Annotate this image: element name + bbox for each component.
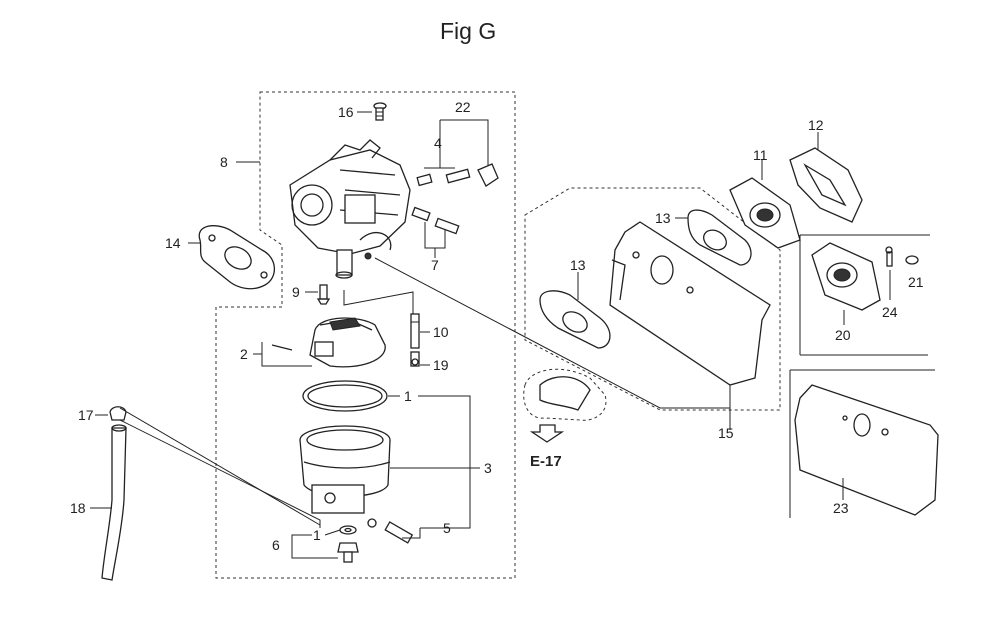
screw-set-4 <box>416 168 471 187</box>
callout-4: 4 <box>434 135 442 151</box>
callout-12: 12 <box>808 117 824 133</box>
flange-20 <box>811 242 881 311</box>
carburetor-assembly-boundary <box>215 91 516 579</box>
bolt-24 <box>885 246 893 267</box>
callout-1-oring: 1 <box>404 388 412 404</box>
reference-label-e17: E-17 <box>530 453 562 470</box>
screw-set-7 <box>411 206 460 235</box>
callout-3: 3 <box>484 460 492 476</box>
callout-13-upper: 13 <box>655 210 671 226</box>
screw-16 <box>373 102 387 121</box>
plate-15 <box>609 221 771 386</box>
callout-2: 2 <box>240 346 248 362</box>
gasket-23 <box>794 384 939 516</box>
insulator-11 <box>729 177 801 249</box>
gasket-14 <box>198 225 276 290</box>
air-cleaner-gasket-boundary <box>789 369 935 518</box>
callout-labels: 16 22 4 8 7 14 9 10 2 19 17 1 3 18 1 5 6… <box>70 99 924 553</box>
callout-23: 23 <box>833 500 849 516</box>
fuel-tube-18 <box>101 424 127 581</box>
callout-10: 10 <box>433 324 449 340</box>
leader-lines <box>90 111 891 559</box>
callout-18: 18 <box>70 500 86 516</box>
gasket-13-lower <box>539 290 611 349</box>
float-assembly <box>309 317 386 368</box>
pin-2 <box>271 344 293 351</box>
callout-11: 11 <box>753 147 768 163</box>
carburetor-body-8 <box>289 139 411 279</box>
drain-screw-5 <box>367 518 414 544</box>
callout-16: 16 <box>338 104 354 120</box>
clip-21 <box>905 255 919 265</box>
callout-22: 22 <box>455 99 471 115</box>
callout-15: 15 <box>718 425 734 441</box>
callout-5: 5 <box>443 520 451 536</box>
jet-9 <box>316 284 331 305</box>
reference-arrow-icon <box>529 424 565 443</box>
gasket-set-boundary-2 <box>799 234 930 356</box>
gasket-13-upper <box>687 209 752 266</box>
float-bowl-3 <box>299 425 391 514</box>
pin-10 <box>410 313 420 349</box>
callout-21: 21 <box>908 274 924 290</box>
callout-19: 19 <box>433 357 449 373</box>
washer-1 <box>339 525 357 535</box>
gasket-12 <box>789 147 863 223</box>
callout-8: 8 <box>220 154 228 170</box>
figure-title: Fig G <box>440 18 497 44</box>
callout-7: 7 <box>431 257 439 273</box>
callout-13-lower: 13 <box>570 257 586 273</box>
callout-17: 17 <box>78 407 94 423</box>
callout-6: 6 <box>272 537 280 553</box>
callout-14: 14 <box>165 235 181 251</box>
o-ring-1 <box>302 380 388 412</box>
callout-20: 20 <box>835 327 851 343</box>
gasket-set-boundary <box>524 187 781 411</box>
reference-duct <box>523 368 607 443</box>
callout-24: 24 <box>882 304 898 320</box>
cap-22 <box>477 163 499 187</box>
callout-9: 9 <box>292 284 300 300</box>
clip-17 <box>109 406 127 421</box>
needle-19 <box>410 351 420 367</box>
callout-1-washer: 1 <box>313 527 321 543</box>
bolt-6 <box>337 542 359 563</box>
